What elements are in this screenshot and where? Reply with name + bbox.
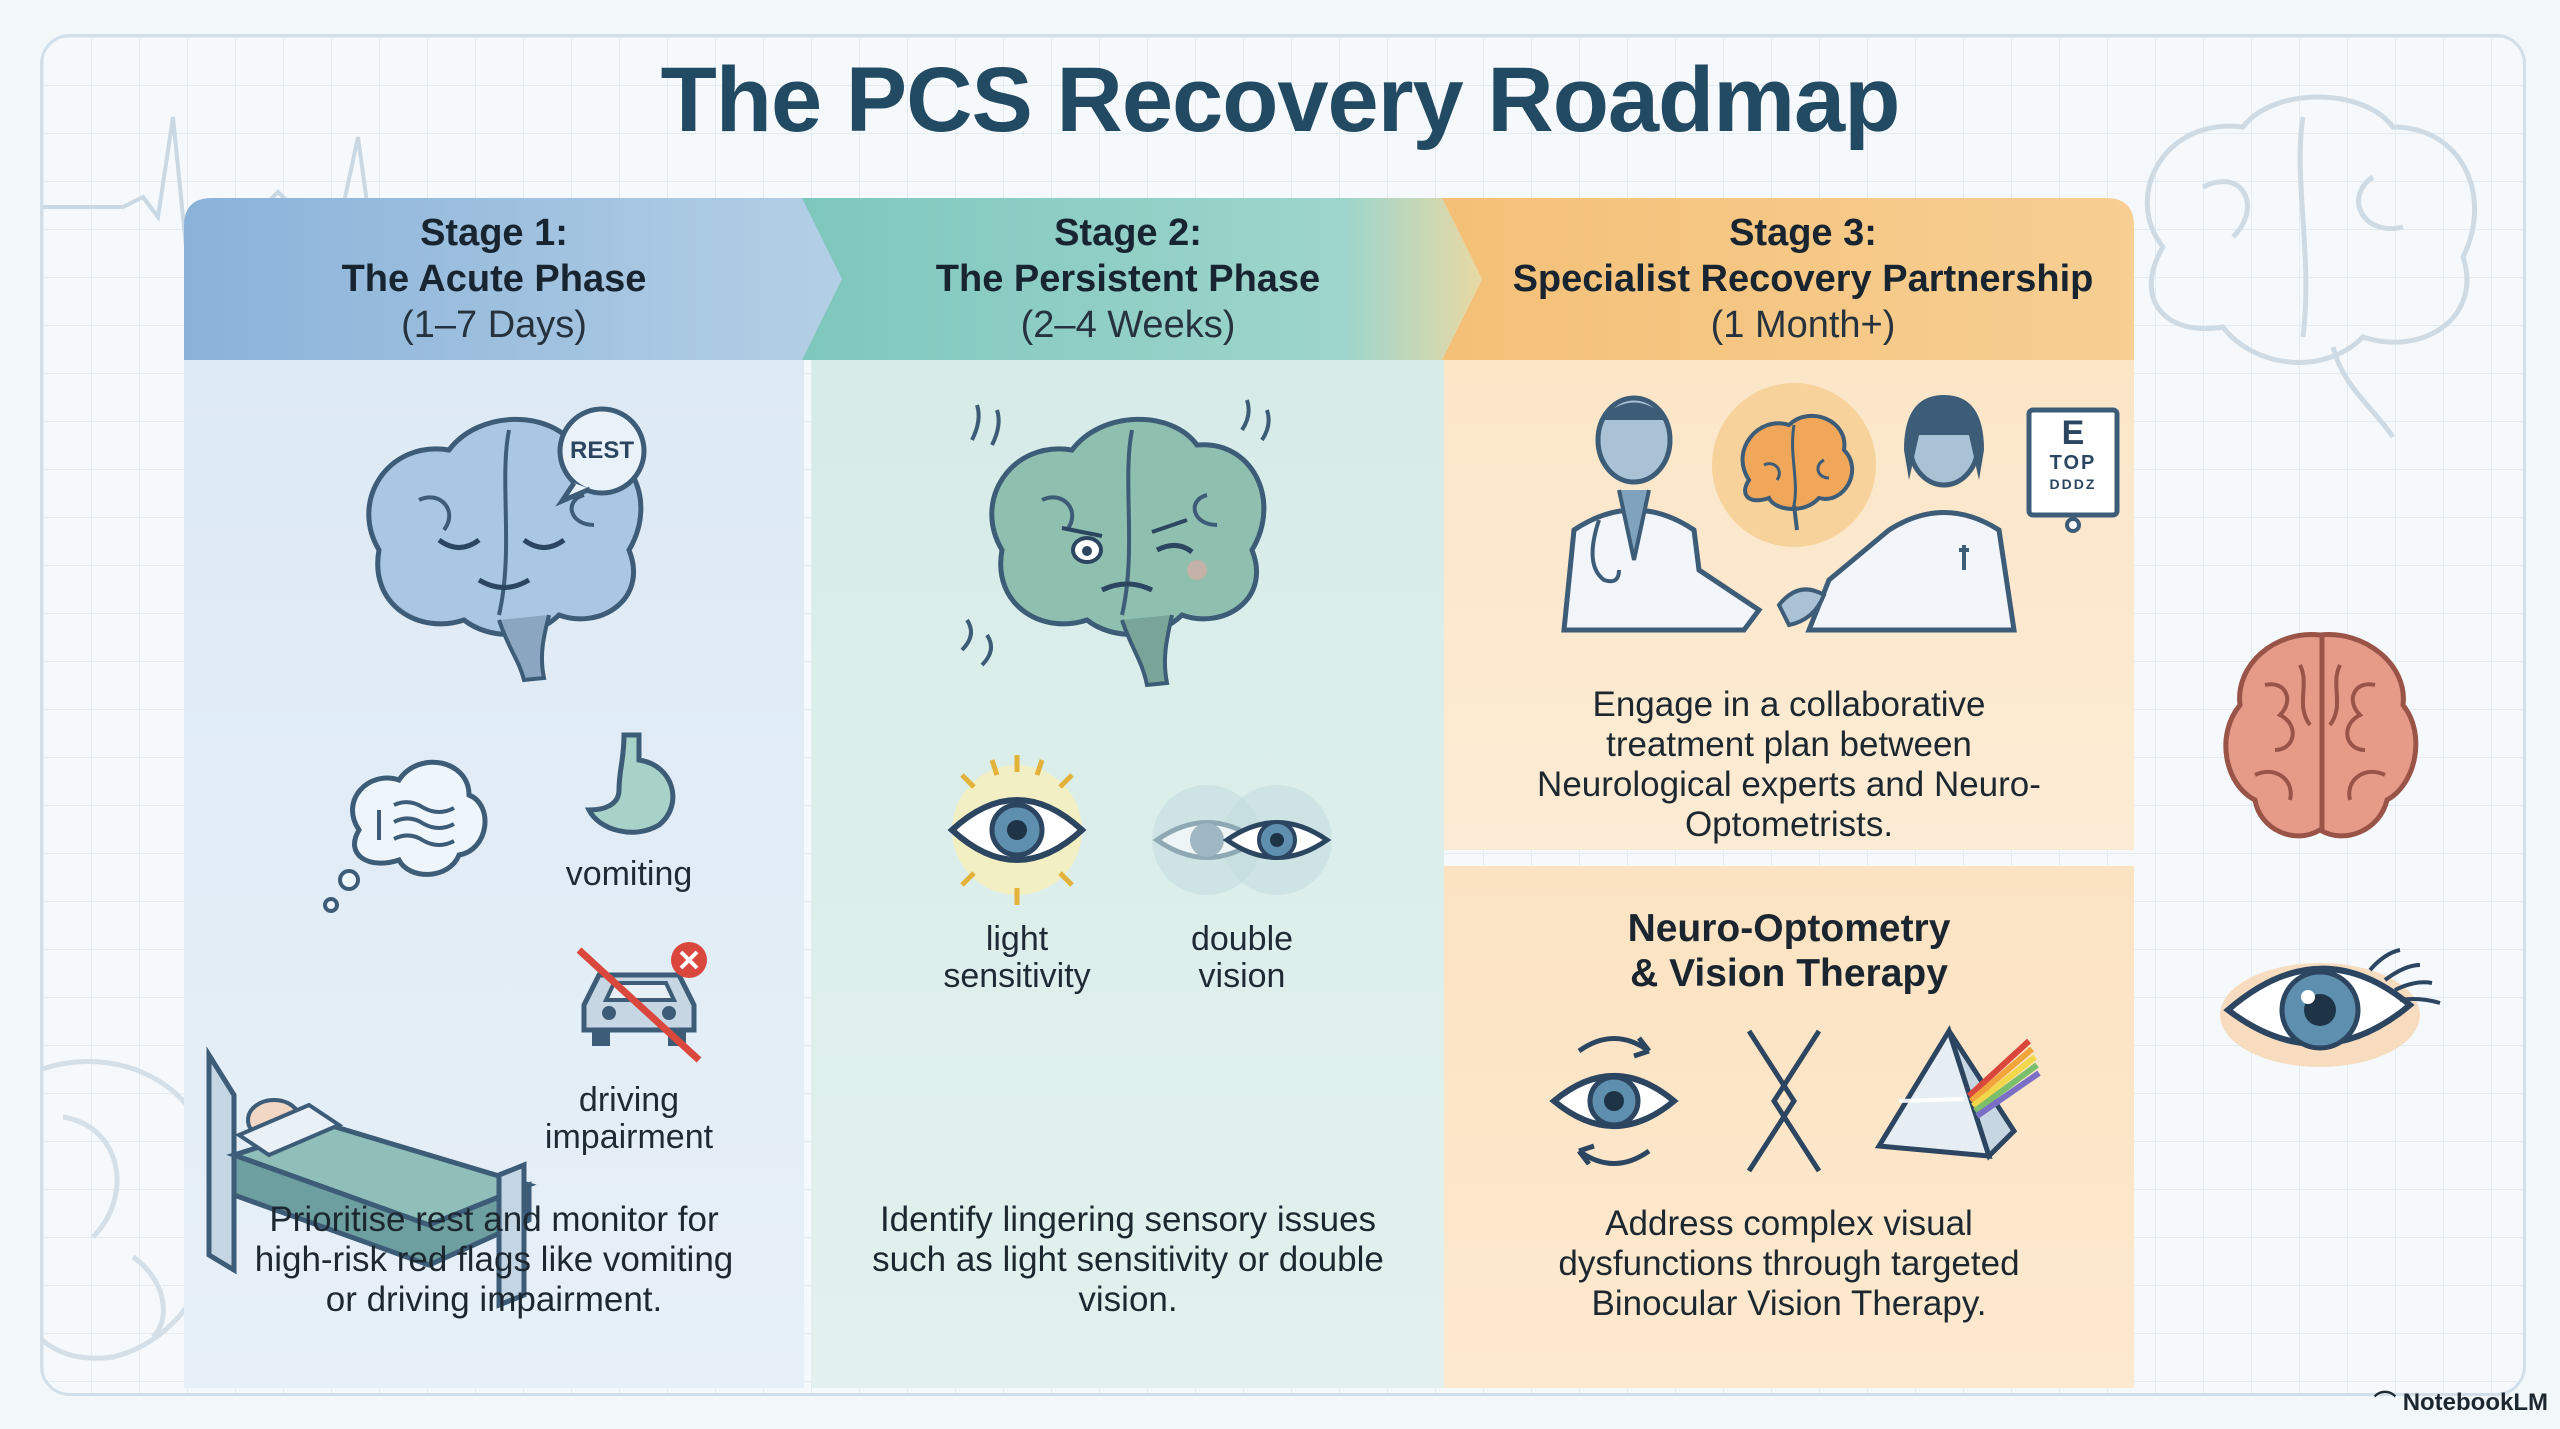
stage-1-header: Stage 1: The Acute Phase (1–7 Days)	[184, 198, 804, 360]
thought-cloud-icon	[323, 759, 488, 913]
page-title: The PCS Recovery Roadmap	[660, 49, 1901, 151]
stage-2-header: Stage 2: The Persistent Phase (2–4 Weeks…	[812, 198, 1444, 360]
rest-speech-bubble	[555, 406, 647, 507]
neuro-optometry-title: Neuro-Optometry & Vision Therapy	[1627, 907, 1951, 995]
stage-2-body: light sensitivity double vision Identify…	[812, 360, 1444, 1388]
stage-1-panel: Stage 1: The Acute Phase (1–7 Days) REST	[184, 198, 844, 1388]
stage-3-header: Stage 3: Specialist Recovery Partnership…	[1472, 198, 2134, 360]
realistic-eye-icon	[2220, 948, 2441, 1067]
neuro-optometry-description: Address complex visual dysfunctions thro…	[1558, 1204, 2020, 1323]
stage-3-bottom-body: Neuro-Optometry & Vision Therapy Address…	[1444, 866, 2134, 1388]
stage-1-number: Stage 1:	[420, 212, 568, 254]
stage-2-name: The Persistent Phase	[935, 258, 1321, 300]
no-driving-icon	[576, 942, 707, 1063]
patient-in-bed-icon	[206, 1046, 537, 1309]
stage-2-header-shape	[802, 198, 1482, 360]
stage-1-description: Prioritise rest and monitor for high-ris…	[254, 1200, 734, 1319]
vomiting-label: vomiting	[565, 855, 693, 893]
stage-1-name: The Acute Phase	[341, 258, 647, 300]
stage-3-number: Stage 3:	[1729, 212, 1877, 254]
brain-outline-decoration	[2144, 94, 2478, 439]
driving-impairment-label: driving impairment	[544, 1081, 714, 1156]
double-vision-icon	[1152, 785, 1332, 895]
stage-1-duration: (1–7 Days)	[401, 304, 587, 346]
eye-chart-row-2: TOP	[2049, 452, 2097, 474]
stomach-icon	[584, 732, 676, 835]
rest-label: REST	[569, 437, 634, 464]
eye-tracking-icon	[1549, 1036, 1679, 1166]
stage-2-duration: (2–4 Weeks)	[1020, 304, 1236, 346]
doctors-handshake-icon	[1561, 383, 2017, 633]
stage-2-number: Stage 2:	[1054, 212, 1202, 254]
prism-icon	[1874, 1025, 2041, 1161]
stage-2-panel: Stage 2: The Persistent Phase (2–4 Weeks…	[802, 198, 1482, 1388]
notebooklm-label: NotebookLM	[2402, 1389, 2548, 1416]
stage-3-panel: Stage 3: Specialist Recovery Partnership…	[1442, 198, 2134, 1388]
notebooklm-watermark: ⌒ NotebookLM	[2374, 1385, 2548, 1417]
eye-chart-row-1: E	[2061, 414, 2085, 452]
convergence-lines-icon	[1746, 1029, 1822, 1173]
stage-1-body: REST vomiting	[184, 360, 804, 1388]
stage-3-name: Specialist Recovery Partnership	[1512, 258, 2094, 300]
dizzy-brain-icon	[960, 399, 1271, 688]
stage-3-duration: (1 Month+)	[1710, 304, 1896, 346]
eye-chart-icon	[2026, 407, 2120, 533]
stage-3-top-body: E TOP DDDZ Engage in a collaborative tre…	[1444, 360, 2134, 850]
light-sensitivity-eye-icon	[947, 755, 1087, 905]
notebooklm-logo-icon: ⌒	[2374, 1390, 2397, 1415]
stage-3-description: Engage in a collaborative treatment plan…	[1537, 685, 2041, 844]
light-sensitivity-label: light sensitivity	[943, 920, 1091, 995]
stage-2-description: Identify lingering sensory issues such a…	[872, 1200, 1384, 1319]
pink-brain-icon	[2223, 632, 2419, 839]
stage-1-header-shape	[184, 198, 844, 360]
stage-3-header-shape	[1442, 198, 2134, 360]
double-vision-label: double vision	[1190, 920, 1294, 995]
eye-chart-row-3: DDDZ	[2049, 476, 2097, 492]
